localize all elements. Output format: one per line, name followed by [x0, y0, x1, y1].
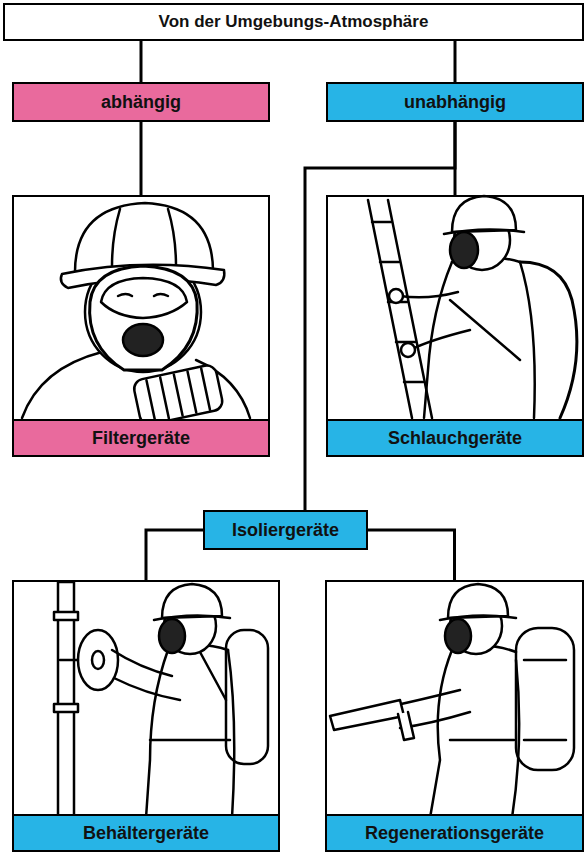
node-label: Filtergeräte — [92, 428, 190, 449]
category-band: unabhängig — [326, 82, 584, 122]
connector-line — [368, 530, 455, 580]
label-band: Behältergeräte — [14, 814, 278, 850]
device-box: Behältergeräte — [12, 580, 280, 852]
node-label: Regenerationsgeräte — [365, 823, 544, 844]
device-box: Schlauchgeräte — [326, 195, 584, 457]
device-box: Filtergeräte — [12, 195, 270, 457]
device-box: Regenerationsgeräte — [325, 580, 584, 852]
regeneration-device-figure — [330, 584, 574, 818]
category-band: abhängig — [12, 82, 270, 122]
filter-mask-figure — [22, 203, 250, 426]
node-label: Schlauchgeräte — [388, 428, 522, 449]
node-label: Behältergeräte — [83, 823, 209, 844]
node-label: Von der Umgebungs-Atmosphäre — [159, 12, 429, 32]
label-band: Filtergeräte — [14, 419, 268, 455]
connector-line — [140, 122, 143, 195]
connector-line — [146, 530, 203, 580]
connector-line — [140, 41, 143, 82]
group-box: Isoliergeräte — [203, 510, 368, 550]
container-device-figure — [54, 582, 268, 818]
label-band: Regenerationsgeräte — [327, 814, 582, 850]
node-label: Isoliergeräte — [232, 520, 339, 541]
root-box: Von der Umgebungs-Atmosphäre — [3, 3, 584, 41]
hose-device-figure — [368, 196, 577, 418]
label-band: Schlauchgeräte — [328, 419, 582, 455]
node-label: abhängig — [101, 92, 181, 113]
connector-line — [454, 41, 457, 82]
node-label: unabhängig — [404, 92, 506, 113]
